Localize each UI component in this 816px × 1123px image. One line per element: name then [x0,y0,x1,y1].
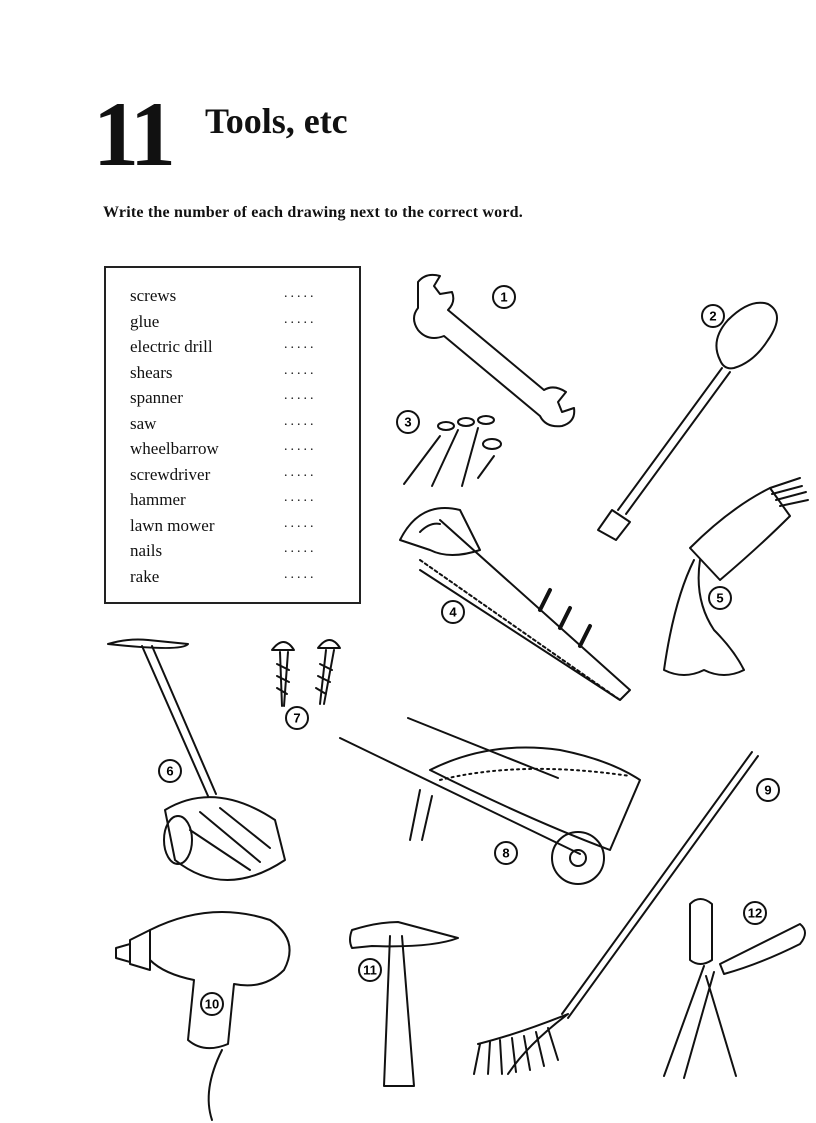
number-circle [708,586,732,610]
number-text: 5 [716,591,723,606]
number-circle [396,410,420,434]
word-list-box: screws.....glue.....electric drill.....s… [104,266,361,604]
number-label-5: 5 [708,586,732,610]
answer-blank[interactable]: ..... [284,439,317,454]
word-label: saw [130,413,157,433]
word-row: shears..... [130,363,350,387]
screws-drawing [271,639,341,707]
number-label-12: 12 [743,901,767,925]
number-label-3: 3 [396,410,420,434]
word-label: spanner [130,388,183,407]
wheelbarrow-drawing [339,717,641,885]
glue-drawing [663,477,809,676]
word-label: electric drill [130,337,213,356]
word-row: saw..... [130,414,350,438]
instruction-part-1: Write the number of each drawing [103,204,350,221]
answer-blank[interactable]: ..... [284,337,317,352]
number-text: 6 [166,764,173,779]
number-circle [358,958,382,982]
number-text: 3 [404,415,411,430]
word-row: screws..... [130,286,350,310]
number-text: 10 [205,997,219,1012]
unit-number: 11 [93,83,176,185]
spanner-drawing [413,273,576,428]
word-row: wheelbarrow..... [130,439,350,463]
shears-drawing [663,898,806,1079]
lawn-mower-drawing [107,638,286,881]
number-label-4: 4 [441,600,465,624]
screwdriver-drawing [597,301,778,541]
number-circle [200,992,224,1016]
answer-blank[interactable]: ..... [284,286,317,301]
number-label-9: 9 [756,778,780,802]
word-label: hammer [130,490,186,509]
number-circle [492,285,516,309]
word-row: glue..... [130,312,350,336]
unit-title: Tools, etc [205,101,348,141]
number-label-2: 2 [701,304,725,328]
answer-blank[interactable]: ..... [284,566,317,582]
number-text: 1 [500,290,507,305]
number-label-8: 8 [494,841,518,865]
number-circle [285,706,309,730]
number-text: 12 [748,906,762,921]
number-label-7: 7 [285,706,309,730]
word-label: screwdriver [130,464,211,484]
word-label: screws [130,286,177,305]
saw-drawing [399,507,631,701]
answer-blank[interactable]: ..... [284,388,317,403]
instruction: Write the number of each drawing next to… [103,204,523,222]
number-label-10: 10 [200,992,224,1016]
answer-blank[interactable]: ..... [284,541,317,556]
word-row: electric drill..... [130,337,350,361]
word-label: wheelbarrow [130,439,219,458]
number-circle [701,304,725,328]
word-row: nails..... [130,541,350,565]
number-circle [158,759,182,783]
word-label: glue [130,311,160,331]
electric-drill-drawing [115,911,291,1121]
number-circle [756,778,780,802]
number-circle [494,841,518,865]
answer-blank[interactable]: ..... [284,515,317,531]
nails-drawing [403,415,502,487]
word-label: rake [130,566,160,586]
word-label: lawn mower [130,515,215,535]
number-label-6: 6 [158,759,182,783]
instruction-part-2: next to the correct word. [349,204,523,221]
answer-blank[interactable]: ..... [284,464,317,480]
answer-blank[interactable]: ..... [284,362,317,378]
number-text: 9 [764,783,771,798]
number-text: 8 [502,846,509,861]
rake-drawing [473,751,759,1075]
number-circle [441,600,465,624]
number-text: 2 [709,309,716,324]
number-text: 4 [449,605,457,620]
answer-blank[interactable]: ..... [284,311,317,327]
answer-blank[interactable]: ..... [284,413,317,429]
number-label-11: 11 [358,958,382,982]
number-label-1: 1 [492,285,516,309]
word-row: spanner..... [130,388,350,412]
number-circle [743,901,767,925]
word-row: hammer..... [130,490,350,514]
word-label: shears [130,362,173,382]
word-row: rake..... [130,567,350,591]
word-row: lawn mower..... [130,516,350,540]
answer-blank[interactable]: ..... [284,490,317,505]
number-text: 11 [363,963,377,978]
word-label: nails [130,541,163,560]
number-text: 7 [293,711,300,726]
word-row: screwdriver..... [130,465,350,489]
hammer-drawing [349,921,459,1087]
